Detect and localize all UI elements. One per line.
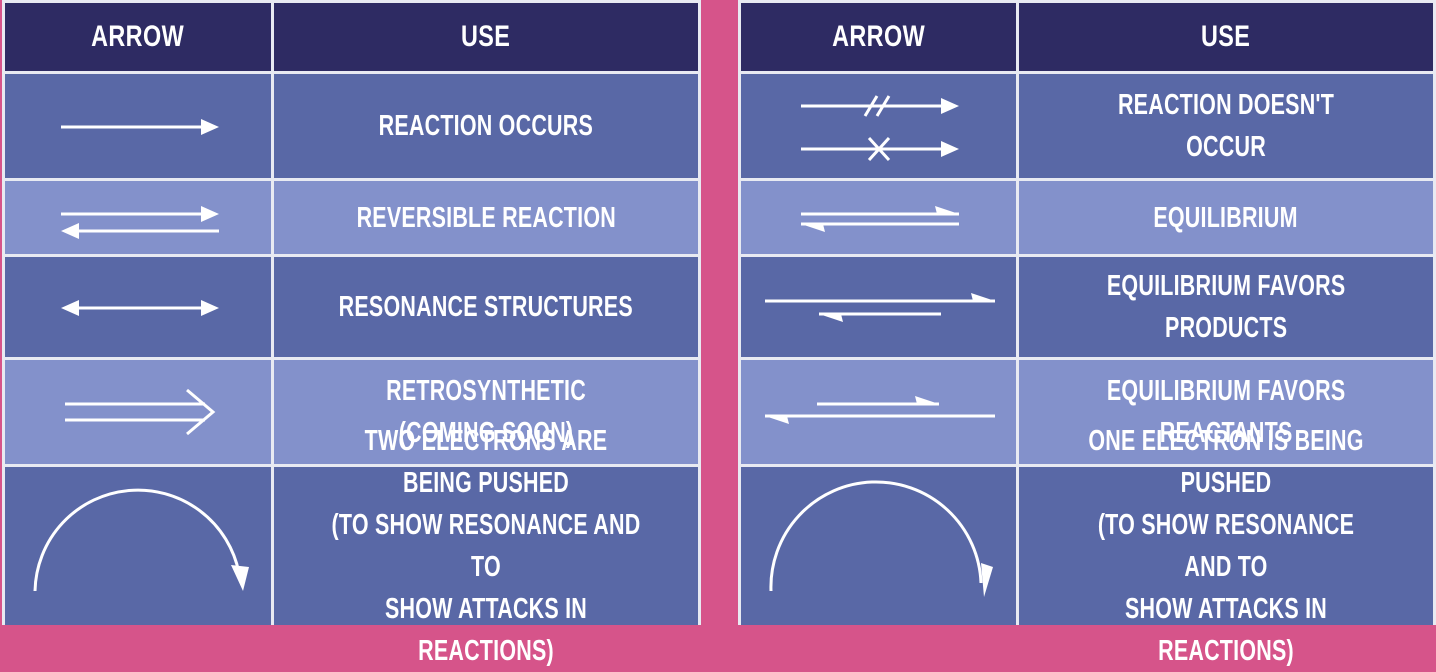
table-row: REACTION OCCURS — [2, 74, 701, 178]
use-cell: EQUILIBRIUM FAVORS PRODUCTS — [1019, 257, 1433, 357]
table-row: EQUILIBRIUM FAVORS PRODUCTS — [738, 257, 1436, 357]
use-cell: RETROSYNTHETIC (COMING SOON) — [274, 360, 698, 464]
use-cell: RESONANCE STRUCTURES — [274, 257, 698, 357]
table-row: RESONANCE STRUCTURES — [2, 257, 701, 357]
use-cell: TWO ELECTRONS ARE BEING PUSHED (TO SHOW … — [274, 425, 698, 667]
table-row: ONE ELECTRON IS BEING PUSHED (TO SHOW RE… — [738, 425, 1436, 667]
use-column-header: USE — [274, 3, 698, 71]
use-cell: REACTION DOESN'T OCCUR — [1019, 74, 1433, 178]
left-arrow-table: ARROW USE REACTION OCCURS — [2, 0, 701, 667]
equilibrium-reactants-harpoons-icon — [741, 360, 1016, 464]
right-header-row: ARROW USE — [738, 3, 1436, 71]
table-row: EQUILIBRIUM — [738, 181, 1436, 254]
double-headed-arrow-icon — [5, 257, 271, 357]
reaction-arrow-icon — [5, 74, 271, 178]
use-cell: ONE ELECTRON IS BEING PUSHED (TO SHOW RE… — [1019, 425, 1433, 667]
equilibrium-harpoons-icon — [741, 181, 1016, 254]
reversible-arrows-icon — [5, 181, 271, 254]
blocked-arrows-icon — [741, 74, 1016, 178]
arrow-column-header: ARROW — [741, 3, 1016, 71]
double-barbed-curved-arrow-icon — [5, 467, 271, 625]
single-barbed-curved-arrow-icon — [741, 467, 1016, 625]
use-cell: REACTION OCCURS — [274, 74, 698, 178]
retrosynthetic-arrow-icon — [5, 360, 271, 464]
equilibrium-products-harpoons-icon — [741, 257, 1016, 357]
use-cell: EQUILIBRIUM — [1019, 181, 1433, 254]
use-cell: REVERSIBLE REACTION — [274, 181, 698, 254]
table-row: REVERSIBLE REACTION — [2, 181, 701, 254]
table-row: REACTION DOESN'T OCCUR — [738, 74, 1436, 178]
right-arrow-table: ARROW USE REACTION DOESN'T OCCUR — [738, 0, 1436, 667]
table-row: TWO ELECTRONS ARE BEING PUSHED (TO SHOW … — [2, 425, 701, 667]
table-row: RETROSYNTHETIC (COMING SOON) — [2, 360, 701, 464]
arrow-column-header: ARROW — [5, 3, 271, 71]
left-header-row: ARROW USE — [2, 3, 701, 71]
table-row: EQUILIBRIUM FAVORS REACTANTS — [738, 360, 1436, 464]
use-cell: EQUILIBRIUM FAVORS REACTANTS — [1019, 360, 1433, 464]
use-column-header: USE — [1019, 3, 1433, 71]
